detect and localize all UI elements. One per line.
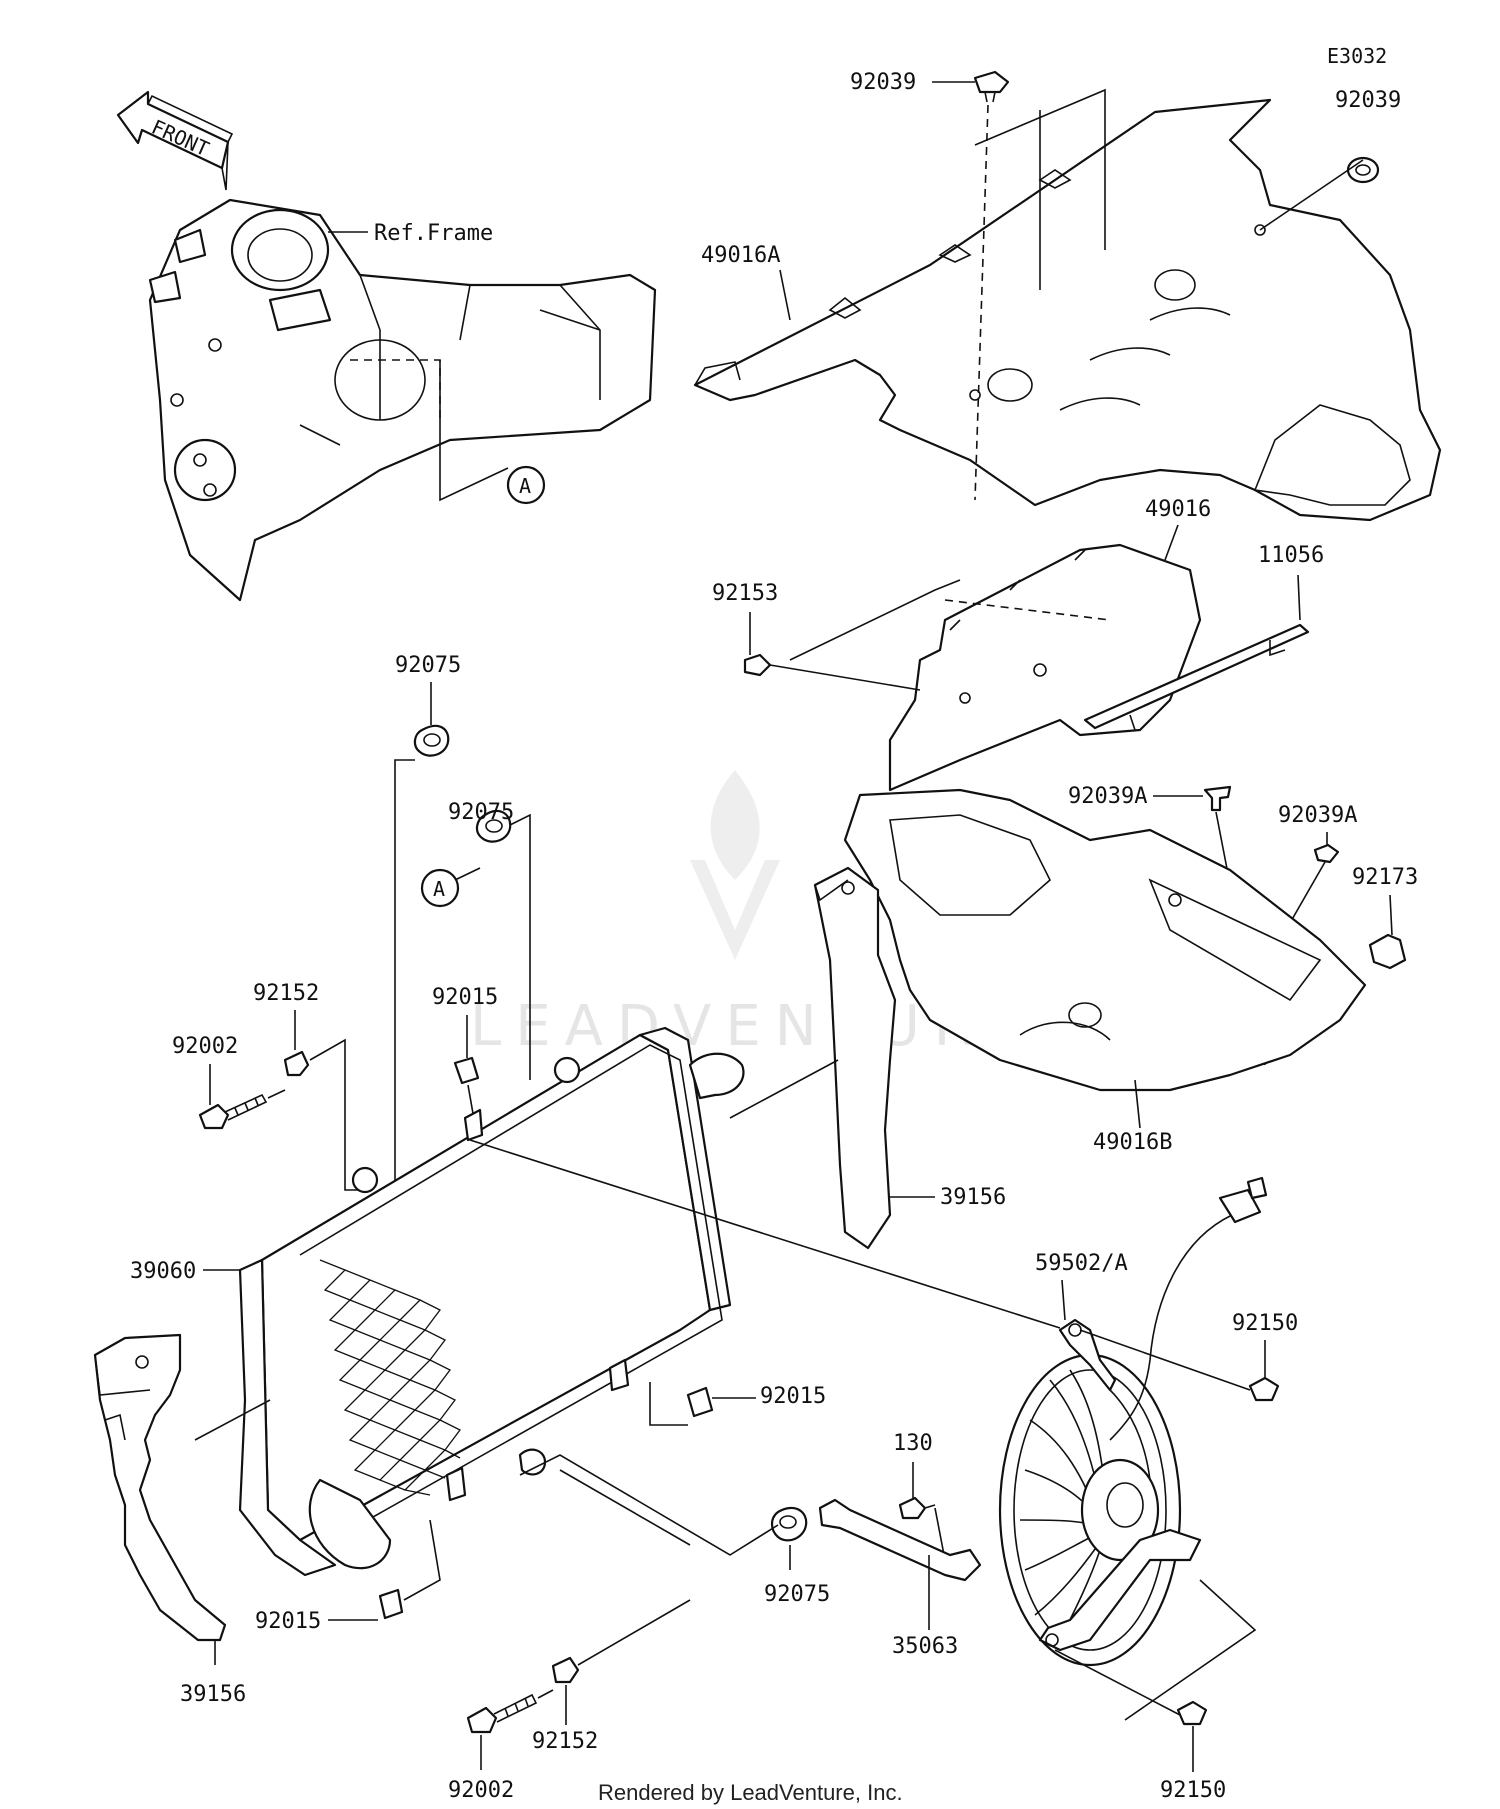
- part-92075-bottom-grommet: [770, 1506, 808, 1542]
- callout-39156-right: 39156: [940, 1185, 1006, 1210]
- part-92153-bolt: [743, 653, 772, 677]
- callout-92150-right: 92150: [1232, 1311, 1298, 1336]
- marker-a-radiator: A: [420, 868, 460, 908]
- callout-92075-top: 92075: [395, 653, 461, 678]
- callout-49016: 49016: [1145, 497, 1211, 522]
- part-92039A-left-rivet: [1203, 785, 1232, 812]
- part-92152-top-collar: [283, 1050, 310, 1077]
- part-35063-stay: [818, 1498, 982, 1582]
- callout-92152-bottom: 92152: [532, 1729, 598, 1754]
- part-92039-top-nut: [973, 70, 1010, 103]
- callout-92152-top: 92152: [253, 981, 319, 1006]
- callout-39060: 39060: [130, 1259, 196, 1284]
- ref-frame-label: Ref.Frame: [374, 221, 493, 246]
- part-39060-radiator: [238, 1026, 745, 1577]
- front-arrow-icon: FRONT: [116, 90, 234, 191]
- callout-39156-left: 39156: [180, 1682, 246, 1707]
- callout-92150-bottom: 92150: [1160, 1778, 1226, 1803]
- part-92039-right-nut: [1346, 156, 1380, 184]
- part-59502A-fan: [998, 1318, 1202, 1667]
- callout-92039-top: 92039: [850, 70, 916, 95]
- svg-text:A: A: [433, 877, 445, 901]
- callout-59502A: 59502/A: [1035, 1251, 1128, 1276]
- diagram-code: E3032: [1327, 44, 1387, 68]
- part-92152-bottom-collar: [551, 1656, 580, 1684]
- part-39156-left-cover: [93, 1333, 227, 1642]
- callout-49016A: 49016A: [701, 243, 780, 268]
- part-92015-top-clip: [453, 1056, 480, 1085]
- callout-49016B: 49016B: [1093, 1130, 1172, 1155]
- part-92150-right-bolt: [1248, 1376, 1280, 1402]
- part-49016A-shroud: [693, 98, 1442, 522]
- callout-92002-bottom: 92002: [448, 1778, 514, 1803]
- callout-92039A-right: 92039A: [1278, 803, 1357, 828]
- callout-92075-bottom: 92075: [764, 1582, 830, 1607]
- callout-92002-top: 92002: [172, 1034, 238, 1059]
- part-92015-bottom-clip: [378, 1588, 404, 1620]
- fan-connector-icon: [1109, 1176, 1268, 1441]
- callout-35063: 35063: [892, 1634, 958, 1659]
- part-92173-clip: [1368, 933, 1407, 970]
- part-92002-top-bolt: [198, 1093, 268, 1130]
- part-49016B-shroud: [843, 788, 1367, 1092]
- frame-drawing: [148, 198, 657, 602]
- callout-11056: 11056: [1258, 543, 1324, 568]
- callout-92173: 92173: [1352, 865, 1418, 890]
- svg-text:A: A: [519, 474, 531, 498]
- callout-92039A-left: 92039A: [1068, 784, 1147, 809]
- callout-92153: 92153: [712, 581, 778, 606]
- part-92015-mid-clip: [686, 1386, 714, 1418]
- callout-92039-right: 92039: [1335, 88, 1401, 113]
- callout-130: 130: [893, 1431, 933, 1456]
- footer-credit: Rendered by LeadVenture, Inc.: [598, 1780, 903, 1805]
- callout-92015-bottom: 92015: [255, 1609, 321, 1634]
- callout-92015-top: 92015: [432, 985, 498, 1010]
- callout-92015-mid: 92015: [760, 1384, 826, 1409]
- callout-92075-mid: 92075: [448, 800, 514, 825]
- part-130-bolt: [898, 1496, 936, 1520]
- part-92002-bottom-bolt: [466, 1693, 538, 1734]
- part-92075-mid-grommet: [475, 809, 512, 843]
- part-11056-bracket: [1083, 623, 1310, 731]
- part-92075-top-grommet: [413, 724, 450, 757]
- marker-a-frame: A: [506, 465, 546, 505]
- part-49016-shroud: [888, 543, 1202, 792]
- part-92150-bottom-bolt: [1176, 1700, 1208, 1726]
- part-92039A-right-rivet: [1313, 843, 1340, 864]
- part-39156-right-cover: [813, 866, 897, 1250]
